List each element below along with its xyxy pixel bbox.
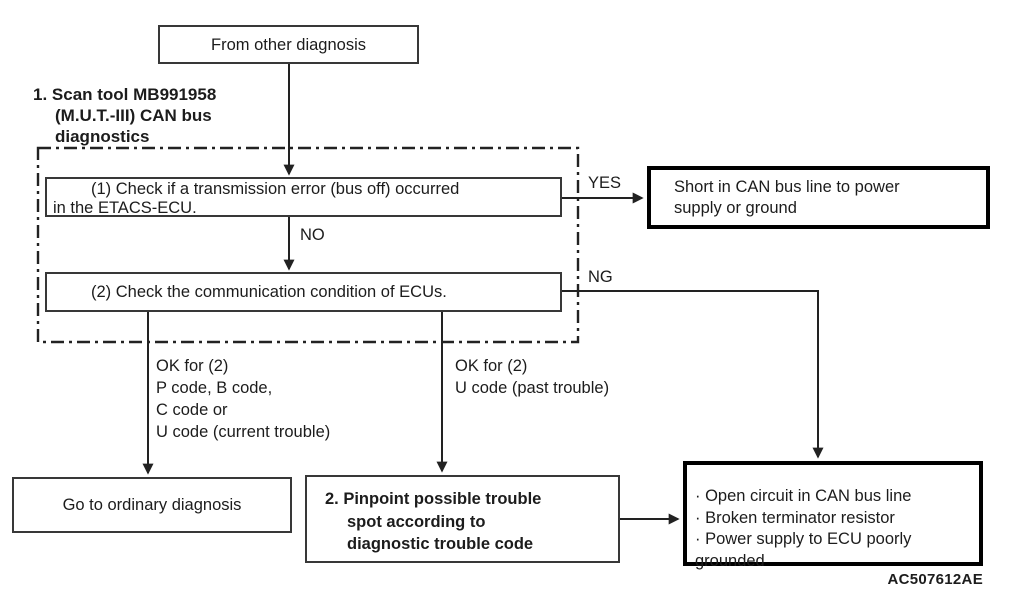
ok-past-trouble-line: OK for (2): [455, 357, 528, 375]
ok-past-trouble-label: OK for (2) U code (past trouble): [455, 355, 609, 399]
ok-current-trouble-line: C code or: [156, 401, 228, 419]
figure-code: AC507612AE: [887, 571, 983, 588]
ok-current-trouble-line: P code, B code,: [156, 379, 273, 397]
possible-cause-item: · Open circuit in CAN bus line: [695, 487, 912, 505]
scan-tool-note-line: 1. Scan tool MB991958: [33, 85, 217, 104]
goto-ordinary-diagnosis-node: Go to ordinary diagnosis: [12, 477, 292, 533]
check-transmission-error-node: (1) Check if a transmission error (bus o…: [45, 177, 562, 217]
start-node: From other diagnosis: [158, 25, 419, 64]
ok-current-trouble-line: U code (current trouble): [156, 423, 331, 441]
start-node-label: From other diagnosis: [211, 35, 366, 54]
check-communication-label: (2) Check the communication condition of…: [91, 283, 447, 301]
ok-past-trouble-line: U code (past trouble): [455, 379, 610, 397]
pinpoint-trouble-line: 2. Pinpoint possible trouble: [325, 490, 542, 508]
possible-cause-item: · Broken terminator resistor: [695, 508, 895, 527]
check-transmission-error-line: in the ETACS-ECU.: [53, 199, 197, 217]
scan-tool-note-line: (M.U.T.-III) CAN bus: [55, 106, 212, 125]
check-transmission-error-line: (1) Check if a transmission error (bus o…: [91, 180, 460, 198]
edge-check2-to-causes: [562, 290, 824, 459]
possible-causes-node: · Open circuit in CAN bus line · Broken …: [683, 461, 983, 570]
scan-tool-note: 1. Scan tool MB991958 (M.U.T.-III) CAN b…: [33, 84, 216, 147]
possible-cause-item: · Power supply to ECU poorly grounded: [695, 530, 912, 570]
pinpoint-trouble-line: spot according to: [347, 512, 486, 531]
short-circuit-result-line: Short in CAN bus line to power: [674, 177, 900, 196]
pinpoint-trouble-node: 2. Pinpoint possible trouble spot accord…: [305, 475, 620, 563]
scan-tool-note-line: diagnostics: [55, 127, 150, 146]
short-circuit-result-node: Short in CAN bus line to power supply or…: [647, 166, 990, 229]
check-communication-node: (2) Check the communication condition of…: [45, 272, 562, 312]
ok-current-trouble-label: OK for (2) P code, B code, C code or U c…: [156, 355, 330, 443]
ng-edge-label: NG: [588, 268, 613, 286]
short-circuit-result-line: supply or ground: [674, 198, 797, 217]
no-edge-label: NO: [300, 226, 325, 244]
goto-ordinary-diagnosis-label: Go to ordinary diagnosis: [62, 496, 242, 514]
ok-current-trouble-line: OK for (2): [156, 357, 229, 375]
yes-edge-label: YES: [588, 174, 622, 192]
scan-tool-group-border: [36, 146, 580, 344]
pinpoint-trouble-line: diagnostic trouble code: [347, 535, 534, 553]
